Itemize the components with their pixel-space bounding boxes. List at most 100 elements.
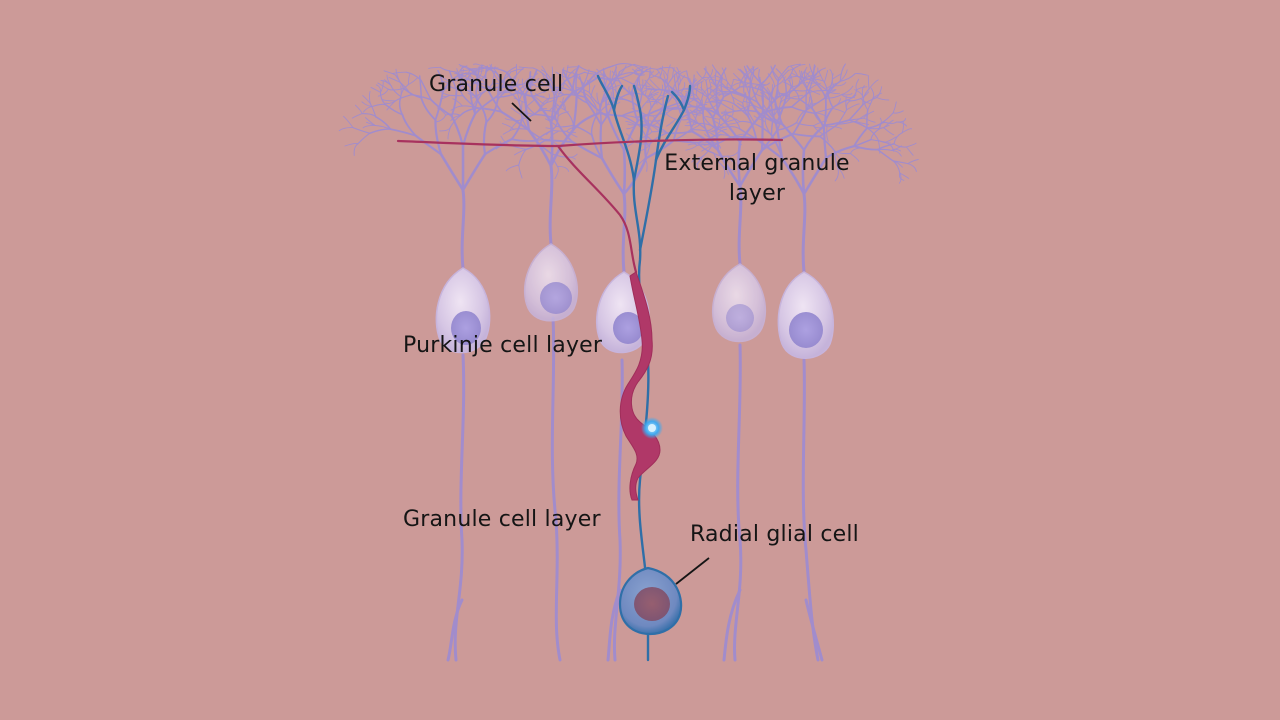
purkinje-dendrite-branch xyxy=(633,66,644,74)
purkinje-dendrite-branch xyxy=(544,118,557,127)
purkinje-dendrite-branch xyxy=(825,88,837,92)
purkinje-dendrite-branch xyxy=(600,156,626,196)
purkinje-dendrite-branch xyxy=(567,71,586,79)
purkinje-dendrite-branch xyxy=(854,73,868,76)
purkinje-dendrite-branch xyxy=(827,78,834,92)
purkinje-dendrite-branch xyxy=(509,120,520,131)
purkinje-dendrite-branch xyxy=(761,95,769,111)
purkinje-dendrite-branch xyxy=(420,79,432,101)
purkinje-dendrite-branch xyxy=(721,110,736,113)
purkinje-dendrite-branch xyxy=(405,71,422,81)
purkinje-dendrite-branch xyxy=(401,113,417,137)
purkinje-dendrite-branch xyxy=(801,148,806,196)
purkinje-dendrite-branch xyxy=(738,148,764,188)
purkinje-dendrite-branch xyxy=(514,148,527,156)
purkinje-dendrite-branch xyxy=(612,63,632,67)
purkinje-dendrite-branch xyxy=(696,102,698,116)
purkinje-dendrite-branch xyxy=(739,68,752,83)
purkinje-dendrite-branch xyxy=(551,90,565,96)
purkinje-dendrite-branch xyxy=(696,105,703,114)
purkinje-dendrite-branch xyxy=(777,88,787,96)
purkinje-dendrite-branch xyxy=(549,128,575,168)
purkinje-dendrite-branch xyxy=(448,78,468,83)
purkinje-dendrite-branch xyxy=(571,90,589,104)
purkinje-dendrite-branch xyxy=(440,80,452,88)
purkinje-dendrite-branch xyxy=(407,77,419,85)
purkinje-dendrite-branch xyxy=(442,74,459,93)
purkinje-dendrite-branch xyxy=(610,82,615,104)
purkinje-dendrite-branch xyxy=(510,78,520,89)
purkinje-dendrite-branch xyxy=(674,118,691,121)
purkinje-dendrite-branch xyxy=(751,88,763,97)
purkinje-dendrite-branch xyxy=(790,106,815,114)
purkinje-dendrite-branch xyxy=(626,124,637,130)
purkinje-dendrite-branch xyxy=(361,113,377,118)
purkinje-dendrite-branch xyxy=(666,118,676,127)
purkinje-dendrite-branch xyxy=(536,108,548,113)
purkinje-dendrite-branch xyxy=(797,75,815,83)
purkinje-dendrite-branch xyxy=(870,139,887,143)
purkinje-dendrite-branch xyxy=(876,97,890,101)
radial-glial-cell-body xyxy=(618,566,683,636)
purkinje-dendrite-branch xyxy=(705,115,720,120)
purkinje-dendrite-branch xyxy=(526,98,536,107)
purkinje-dendrite-branch xyxy=(695,156,703,165)
radial-glia-fiber-branch xyxy=(632,84,643,182)
purkinje-cell-layer-label: Purkinje cell layer xyxy=(403,333,603,358)
purkinje-dendrite-branch xyxy=(472,94,479,106)
purkinje-dendrite-branch xyxy=(761,84,765,97)
purkinje-dendrite-branch xyxy=(744,68,748,80)
purkinje-dendrite-branch xyxy=(737,77,747,87)
purkinje-dendrite-branch xyxy=(458,63,471,71)
purkinje-dendrite-branch xyxy=(520,101,523,116)
purkinje-dendrite-branch xyxy=(486,87,503,113)
purkinje-dendrite-branch xyxy=(428,66,441,69)
purkinje-dendrite-branch xyxy=(496,89,510,94)
purkinje-dendrite-branch xyxy=(354,104,363,115)
purkinje-dendrite-branch xyxy=(759,83,776,101)
purkinje-dendrite-branch xyxy=(650,93,660,103)
purkinje-dendrite-branch xyxy=(665,111,676,120)
purkinje-dendrite-branch xyxy=(832,99,849,109)
purkinje-dendrite-branch xyxy=(707,96,720,116)
purkinje-dendrite-branch xyxy=(696,143,713,146)
migrating-granule-neuron xyxy=(619,271,663,501)
purkinje-axon-branch xyxy=(606,588,622,662)
purkinje-dendrite-branch xyxy=(638,66,644,78)
external-granule-layer-label-line2: layer xyxy=(728,181,786,206)
purkinje-dendrite-branch xyxy=(855,112,869,122)
purkinje-dendrite-branch xyxy=(533,91,547,97)
granule-cell-label: Granule cell xyxy=(429,72,564,97)
purkinje-dendrite-branch xyxy=(685,91,697,96)
purkinje-dendrite-branch xyxy=(518,66,534,69)
leader-lines xyxy=(511,102,710,585)
purkinje-dendrite-branch xyxy=(702,66,707,78)
purkinje-dendrite-branch xyxy=(459,69,471,71)
purkinje-dendrite-branch xyxy=(907,163,917,172)
purkinje-dendrite-branch xyxy=(862,96,869,111)
purkinje-dendrite-branch xyxy=(641,131,653,139)
purkinje-dendrite-branch xyxy=(701,144,713,158)
purkinje-dendrite-branch xyxy=(649,132,668,145)
purkinje-dendrite-branch xyxy=(435,114,447,123)
purkinje-dendrite-branch xyxy=(802,156,828,196)
purkinje-dendrite-branch xyxy=(728,79,734,92)
purkinje-dendrite-branch xyxy=(722,165,729,175)
purkinje-dendrite-branch xyxy=(466,78,477,84)
purkinje-dendrite-branch xyxy=(702,107,707,130)
purkinje-dendrite-branch xyxy=(805,97,826,111)
purkinje-dendrite-branch xyxy=(398,95,404,116)
purkinje-dendrite-branch xyxy=(461,112,477,148)
purkinje-dendrite-branch xyxy=(496,72,512,89)
purkinje-dendrite-branch xyxy=(704,133,716,139)
purkinje-dendrite-branch xyxy=(795,122,814,127)
purkinje-dendrite-branch xyxy=(434,118,443,156)
radial-glia-fiber-branch xyxy=(670,90,686,112)
granule-cell-axon xyxy=(396,138,784,274)
purkinje-dendrite-branch xyxy=(590,85,596,100)
purkinje-dendrite-branch xyxy=(710,89,722,93)
purkinje-dendrite-branch xyxy=(799,69,803,81)
purkinje-dendrite-branch xyxy=(532,67,548,78)
purkinje-dendrite-branch xyxy=(666,83,678,92)
